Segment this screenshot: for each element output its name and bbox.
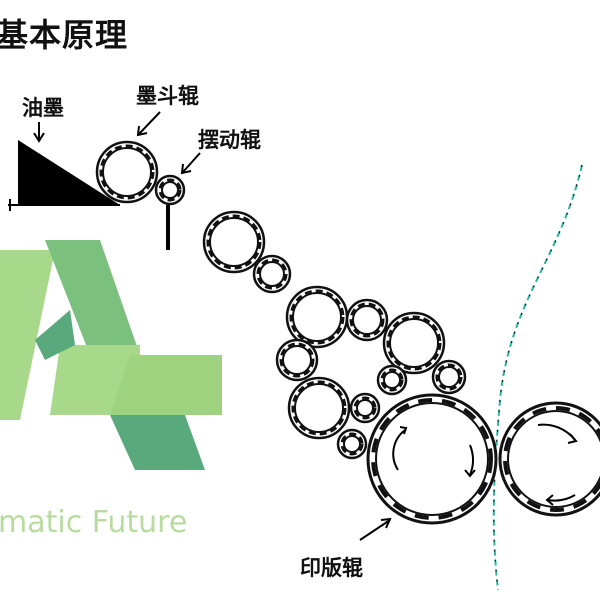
- plate-rotation-head: [399, 426, 408, 435]
- plate-rotation-arrow-2: [469, 444, 474, 476]
- roller-group: [95, 140, 600, 525]
- ink-roller-5: [382, 311, 446, 375]
- oscillating-arrow-head: [180, 163, 192, 175]
- impression-rotation-head: [567, 433, 578, 444]
- ink-roller-6: [275, 338, 319, 382]
- impression-rotation-arrow-2: [547, 494, 576, 502]
- paper-path: [492, 164, 583, 591]
- logo-shape-foot: [110, 415, 205, 470]
- ink-fountain-arrow: [138, 111, 161, 135]
- ink-roller-10: [349, 392, 381, 424]
- plate-rotation-arrow: [392, 429, 406, 471]
- ink-roller-11: [336, 428, 368, 460]
- ink-fountain-roller: [95, 140, 159, 204]
- ink-arrow-head: [33, 132, 45, 143]
- plate-cylinder: [366, 393, 498, 525]
- plate-rotation-head-2: [464, 469, 476, 478]
- plate-cylinder-label: 印版辊: [300, 556, 363, 580]
- oscillating-roller: [154, 174, 186, 206]
- plate-arrow-head: [380, 517, 392, 529]
- ink-roller-1: [202, 210, 266, 274]
- ink-roller-4: [345, 298, 389, 342]
- logo-shape-diagonal: [45, 240, 140, 355]
- ink-fountain-roller-label: 墨斗辊: [136, 84, 199, 108]
- oscillating-arrow: [182, 152, 201, 173]
- ink-roller-3: [285, 285, 349, 349]
- ink-reservoir: [18, 140, 120, 205]
- ink-roller-2: [252, 254, 292, 294]
- logo-shape-right: [110, 355, 222, 415]
- impression-cylinder: [498, 401, 600, 517]
- watermark-text: matic Future: [0, 505, 188, 540]
- logo-shape-left: [0, 250, 55, 420]
- ink-roller-8: [431, 359, 467, 395]
- ink-roller-7: [376, 364, 408, 396]
- page-title: 基本原理: [0, 16, 129, 54]
- oscillating-roller-label: 摆动辊: [198, 128, 261, 152]
- plate-arrow: [359, 519, 391, 541]
- logo-shape-notch: [35, 310, 75, 360]
- ink-roller-9: [287, 376, 351, 440]
- impression-rotation-head-2: [545, 494, 554, 506]
- ink-fountain-arrow-head: [136, 125, 148, 137]
- paper-path-dots: [493, 164, 583, 591]
- ink-label: 油墨: [22, 96, 64, 120]
